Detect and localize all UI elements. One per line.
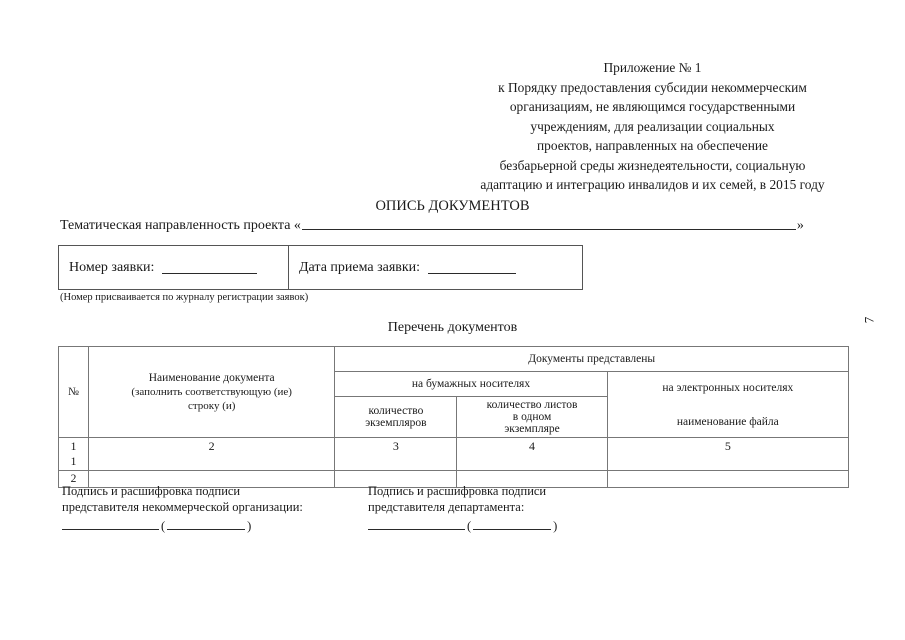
header-sheets-line2: в одном [512,411,552,423]
table-header-row-2: на бумажных носителях на электронных нос… [59,371,850,438]
column-number-name[interactable]: 2 [88,437,336,471]
signature-left-open-paren: ( [161,519,166,533]
table-row-2-file[interactable] [606,470,850,488]
header-name-main: Наименование документа [148,372,275,384]
preamble-line-2: к Порядку предоставления субсидии некомм… [498,79,807,95]
thematic-direction-input[interactable] [301,216,796,230]
header-sheets-line1: количество листов [486,399,578,411]
header-cell-submitted: Документы представлены [334,346,849,372]
signature-right-open-paren: ( [467,519,472,533]
preamble-line-7: адаптацию и интеграцию инвалидов и их се… [480,177,825,192]
signature-right-close-paren: ) [553,519,558,533]
signature-right-signature-input[interactable] [368,518,465,530]
table-column-number-row: 1 1 2 3 4 5 [57,437,850,471]
header-sheets-line3: экземпляре [504,423,560,435]
header-file-label: наименование файла [676,415,779,428]
application-number-cell: Номер заявки: [59,246,289,289]
application-date-cell: Дата приема заявки: [289,246,582,289]
header-cell-electronic: на электронных носителях наименование фа… [606,371,850,438]
signature-right-fields: () [368,518,559,534]
table-row-2-qty[interactable] [334,470,458,488]
thematic-direction-label: Тематическая направленность проекта « [60,218,301,233]
table-row-1-no: 1 [70,454,77,468]
header-qty-line2: экземпляров [365,417,427,429]
column-number-file[interactable]: 5 [606,437,850,471]
header-cell-no: № [57,346,90,438]
header-name-sub1: (заполнить соответствующую (ие) [131,386,292,398]
signature-block-organization: Подпись и расшифровка подписи представит… [62,483,303,534]
preamble-line-4: учреждениям, для реализации социальных [530,118,775,134]
application-number-note: (Номер присваивается по журналу регистра… [60,292,309,303]
preamble-line-6: безбарьерной среды жизнедеятельности, со… [499,157,806,173]
signature-right-name-input[interactable] [473,518,552,530]
table-row: 2 [57,470,850,488]
column-number-sheets[interactable]: 4 [456,437,608,471]
application-date-label: Дата приема заявки: [299,259,421,275]
header-qty-line1: количество [368,405,424,417]
header-cell-name: Наименование документа (заполнить соотве… [88,346,336,438]
column-number-no: 1 1 [57,437,90,471]
page-title: ОПИСЬ ДОКУМЕНТОВ [375,198,530,214]
page-number: 7 [861,316,877,324]
thematic-direction-closing-quote: » [796,218,804,233]
application-number-input[interactable] [162,261,258,274]
preamble-line-3: организациям, не являющимся государствен… [509,99,796,114]
signature-left-close-paren: ) [247,519,252,533]
table-header-row-1: № Наименование документа (заполнить соот… [57,346,849,438]
signature-block-department: Подпись и расшифровка подписи представит… [368,483,559,534]
signature-left-line2: представителя некоммерческой организации… [62,500,303,514]
thematic-direction-row: Тематическая направленность проекта « » [60,216,850,234]
table-header-row-3: количество экземпляров количество листов… [59,396,849,438]
header-name-sub2: строку (и) [187,400,236,412]
column-number-qty[interactable]: 3 [334,437,458,471]
column-number-no-value: 1 [70,439,77,453]
preamble-line-1: Приложение № 1 [603,60,702,75]
application-date-input[interactable] [428,261,517,274]
documents-table: № Наименование документа (заполнить соот… [57,346,850,488]
header-cell-sheets: количество листов в одном экземпляре [456,396,608,438]
signature-right-line2: представителя департамента: [368,500,525,514]
application-number-label: Номер заявки: [69,259,155,275]
header-cell-quantity: количество экземпляров [334,396,458,438]
signature-left-line1: Подпись и расшифровка подписи [62,484,241,498]
signature-left-name-input[interactable] [167,518,246,530]
header-electronic-label: на электронных носителях [662,381,794,394]
signature-left-signature-input[interactable] [62,518,159,530]
signature-right-line1: Подпись и расшифровка подписи [368,484,547,498]
signature-left-fields: () [62,518,303,534]
documents-list-title: Перечень документов [387,320,518,335]
application-info-box: Номер заявки: Дата приема заявки: [58,245,583,290]
table-row-2-name[interactable] [88,470,336,488]
preamble-line-5: проектов, направленных на обеспечение [536,138,768,153]
header-cell-paper: на бумажных носителях [334,371,608,397]
appendix-preamble: Приложение № 1 к Порядку предоставления … [455,58,850,195]
